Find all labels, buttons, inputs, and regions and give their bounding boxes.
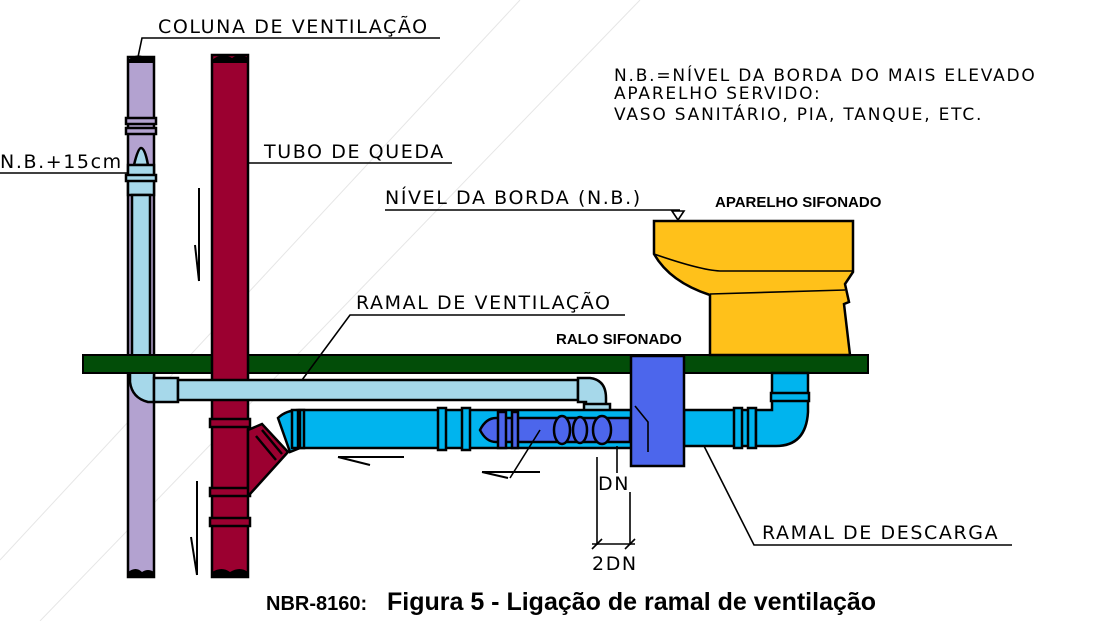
floor-slab — [82, 354, 869, 374]
note-line-1: N.B.=NÍVEL DA BORDA DO MAIS ELEVADO — [614, 64, 1037, 86]
leader-lines — [0, 37, 1012, 546]
note-line-2: APARELHO SERVIDO: — [614, 84, 822, 104]
discharge-branch-pipe — [276, 371, 811, 454]
flow-arrows — [190, 188, 540, 576]
label-tubo-queda: TUBO DE QUEDA — [263, 141, 445, 163]
note-line-3: VASO SANITÁRIO, PIA, TANQUE, ETC. — [614, 103, 983, 125]
vent-branch-pipe — [176, 376, 612, 414]
label-dn: DN — [598, 473, 630, 495]
fall-pipe — [208, 53, 290, 579]
label-ramal-descarga: RAMAL DE DESCARGA — [762, 522, 999, 544]
label-aparelho-sifonado: APARELHO SIFONADO — [715, 194, 882, 211]
figure-caption: NBR-8160: Figura 5 - Ligação de ramal de… — [266, 588, 876, 616]
label-ramal-ventilacao: RAMAL DE VENTILAÇÃO — [356, 291, 612, 314]
level-marker-icon — [670, 210, 686, 222]
label-ralo-sifonado: RALO SIFONADO — [556, 331, 682, 348]
label-coluna-ventilacao: COLUNA DE VENTILAÇÃO — [158, 15, 429, 38]
label-nb-15cm: N.B.+15cm — [0, 151, 123, 173]
caption-title: Figura 5 - Ligação de ramal de ventilaçã… — [387, 588, 876, 616]
floor-drain — [629, 354, 686, 468]
label-2dn: 2DN — [592, 553, 638, 575]
toilet-fixture — [652, 219, 855, 357]
dimension-lines — [591, 446, 636, 550]
ventilation-column — [124, 55, 180, 579]
caption-standard: NBR-8160: — [266, 593, 367, 615]
note-block: N.B.=NÍVEL DA BORDA DO MAIS ELEVADO APAR… — [614, 64, 1037, 125]
label-nivel-borda: NÍVEL DA BORDA (N.B.) — [385, 186, 642, 209]
